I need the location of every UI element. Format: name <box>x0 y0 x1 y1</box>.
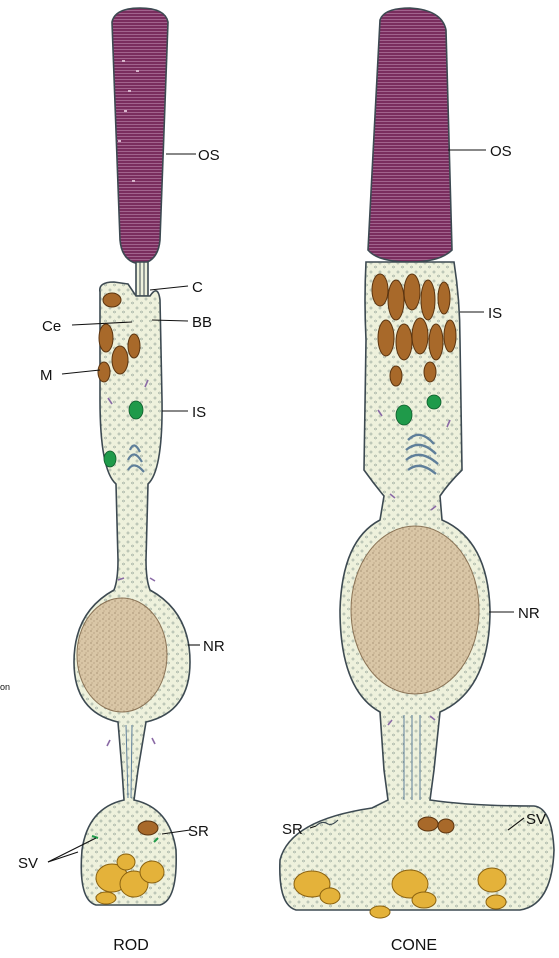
rod-label-bb: BB <box>192 314 212 331</box>
rod-connecting-cilium <box>136 262 148 296</box>
cone-cell <box>280 8 554 918</box>
cone-nucleus <box>351 526 479 694</box>
cone-label-sv: SV <box>526 811 546 828</box>
cone-outer-segment <box>368 8 452 262</box>
edge-fragment: on <box>0 682 10 692</box>
cone-caption: CONE <box>391 937 437 954</box>
rod-label-ce: Ce <box>42 318 61 335</box>
rod-label-nr: NR <box>203 638 225 655</box>
rod-label-is: IS <box>192 404 206 421</box>
cone-label-os: OS <box>490 143 512 160</box>
rod-outer-segment <box>112 8 168 264</box>
rod-label-m: M <box>40 367 53 384</box>
rod-nucleus <box>77 598 167 712</box>
rod-cell <box>74 8 190 905</box>
rod-cell-body <box>74 282 190 905</box>
rod-caption: ROD <box>113 937 149 954</box>
rod-synaptic-mitochondrion <box>138 821 158 835</box>
cone-label-nr: NR <box>518 605 540 622</box>
rod-label-sv: SV <box>18 855 38 872</box>
rod-label-os: OS <box>198 147 220 164</box>
rod-label-sr: SR <box>188 823 209 840</box>
cone-label-is: IS <box>488 305 502 322</box>
rod-label-c: C <box>192 279 203 296</box>
cone-label-sr: SR <box>282 821 303 838</box>
